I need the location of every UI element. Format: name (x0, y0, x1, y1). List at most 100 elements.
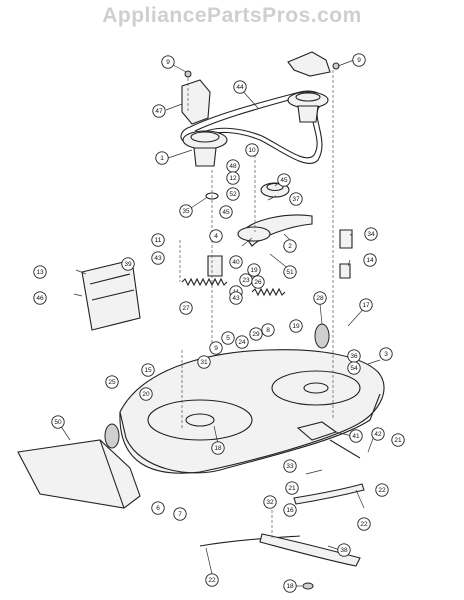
callout-number: 51 (286, 269, 294, 276)
callout-45: 45 (277, 173, 291, 187)
callout-26: 26 (251, 275, 265, 289)
callout-number: 10 (248, 147, 256, 154)
callout-bubble (151, 251, 165, 265)
callout-number: 39 (124, 261, 132, 268)
callout-number: 41 (352, 433, 360, 440)
callout-36: 36 (347, 349, 361, 363)
rear-gauge-wheel (314, 323, 330, 349)
callout-bubble (283, 579, 297, 593)
callout-18: 18 (283, 579, 297, 593)
callout-22: 22 (205, 573, 219, 587)
callout-bubble (221, 331, 235, 345)
mower-deck (119, 349, 385, 474)
callout-number: 9 (166, 59, 170, 66)
callout-number: 18 (286, 583, 294, 590)
callout-bubble (363, 253, 377, 267)
callout-bubble (229, 255, 243, 269)
callout-25: 25 (105, 375, 119, 389)
deck-skirt (119, 393, 381, 474)
callout-number: 43 (232, 295, 240, 302)
callout-number: 5 (226, 335, 230, 342)
callout-12: 12 (226, 171, 240, 185)
callout-3: 3 (379, 347, 393, 361)
callout-bubble (375, 483, 389, 497)
callout-bubble (289, 319, 303, 333)
callout-9: 9 (161, 55, 175, 69)
callout-number: 22 (360, 521, 368, 528)
callout-bubble (155, 151, 169, 165)
callout-number: 26 (254, 279, 262, 286)
callout-bubble (197, 355, 211, 369)
callout-number: 33 (286, 463, 294, 470)
callout-number: 12 (229, 175, 237, 182)
callout-45: 45 (219, 205, 233, 219)
callout-32: 32 (263, 495, 277, 509)
callout-number: 20 (142, 391, 150, 398)
callout-number: 13 (36, 269, 44, 276)
callout-37: 37 (289, 192, 303, 206)
callout-bubble (347, 361, 361, 375)
callout-52: 52 (226, 187, 240, 201)
callout-number: 11 (155, 237, 162, 244)
callout-5: 5 (221, 331, 235, 345)
callout-bubble (249, 327, 263, 341)
callout-bubble (233, 80, 247, 94)
callout-number: 38 (340, 547, 348, 554)
callout-bubble (141, 363, 155, 377)
callout-bubble (229, 291, 243, 305)
callout-bubble (261, 323, 275, 337)
callout-number: 3 (384, 351, 388, 358)
callout-43: 43 (229, 291, 243, 305)
callout-number: 21 (394, 437, 402, 444)
callout-21: 21 (285, 481, 299, 495)
callout-35: 35 (179, 204, 193, 218)
callout-bubble (283, 459, 297, 473)
callout-bubble (209, 229, 223, 243)
callout-bubble (139, 387, 153, 401)
callout-number: 15 (144, 367, 152, 374)
callout-bubble (357, 517, 371, 531)
callout-bubble (283, 503, 297, 517)
callout-bubble (33, 265, 47, 279)
callout-bubble (209, 341, 223, 355)
callout-number: 47 (155, 108, 163, 115)
callout-29: 29 (249, 327, 263, 341)
callout-bubble (211, 441, 225, 455)
callout-42: 42 (371, 427, 385, 441)
spacer (339, 229, 353, 249)
left-spindle-pulley (182, 130, 228, 167)
callout-15: 15 (141, 363, 155, 377)
callout-33: 33 (283, 459, 297, 473)
callout-22: 22 (357, 517, 371, 531)
callout-44: 44 (233, 80, 247, 94)
callout-bubble (379, 347, 393, 361)
callout-19: 19 (247, 263, 261, 277)
callout-48: 48 (226, 159, 240, 173)
callout-bubble (285, 481, 299, 495)
callout-27: 27 (179, 301, 193, 315)
belt-inner (194, 95, 319, 159)
left-belt-shield (181, 79, 211, 125)
callout-bubble (235, 335, 249, 349)
callout-39: 39 (121, 257, 135, 271)
callout-1: 1 (155, 151, 169, 165)
callout-number: 2 (288, 243, 292, 250)
callout-number: 45 (280, 177, 288, 184)
callout-2: 2 (283, 239, 297, 253)
right-idler-pulley (287, 91, 329, 123)
callout-number: 52 (229, 191, 237, 198)
callout-bubble (226, 171, 240, 185)
callout-number: 46 (36, 295, 44, 302)
callout-bubble (371, 427, 385, 441)
callout-bubble (173, 507, 187, 521)
callout-bubble (151, 233, 165, 247)
callout-bubble (352, 53, 366, 67)
callout-54: 54 (347, 361, 361, 375)
callout-bubble (179, 204, 193, 218)
callout-bubble (263, 495, 277, 509)
callout-bubble (219, 205, 233, 219)
hanger-rod (199, 535, 301, 547)
callout-number: 6 (156, 505, 160, 512)
callout-22: 22 (375, 483, 389, 497)
